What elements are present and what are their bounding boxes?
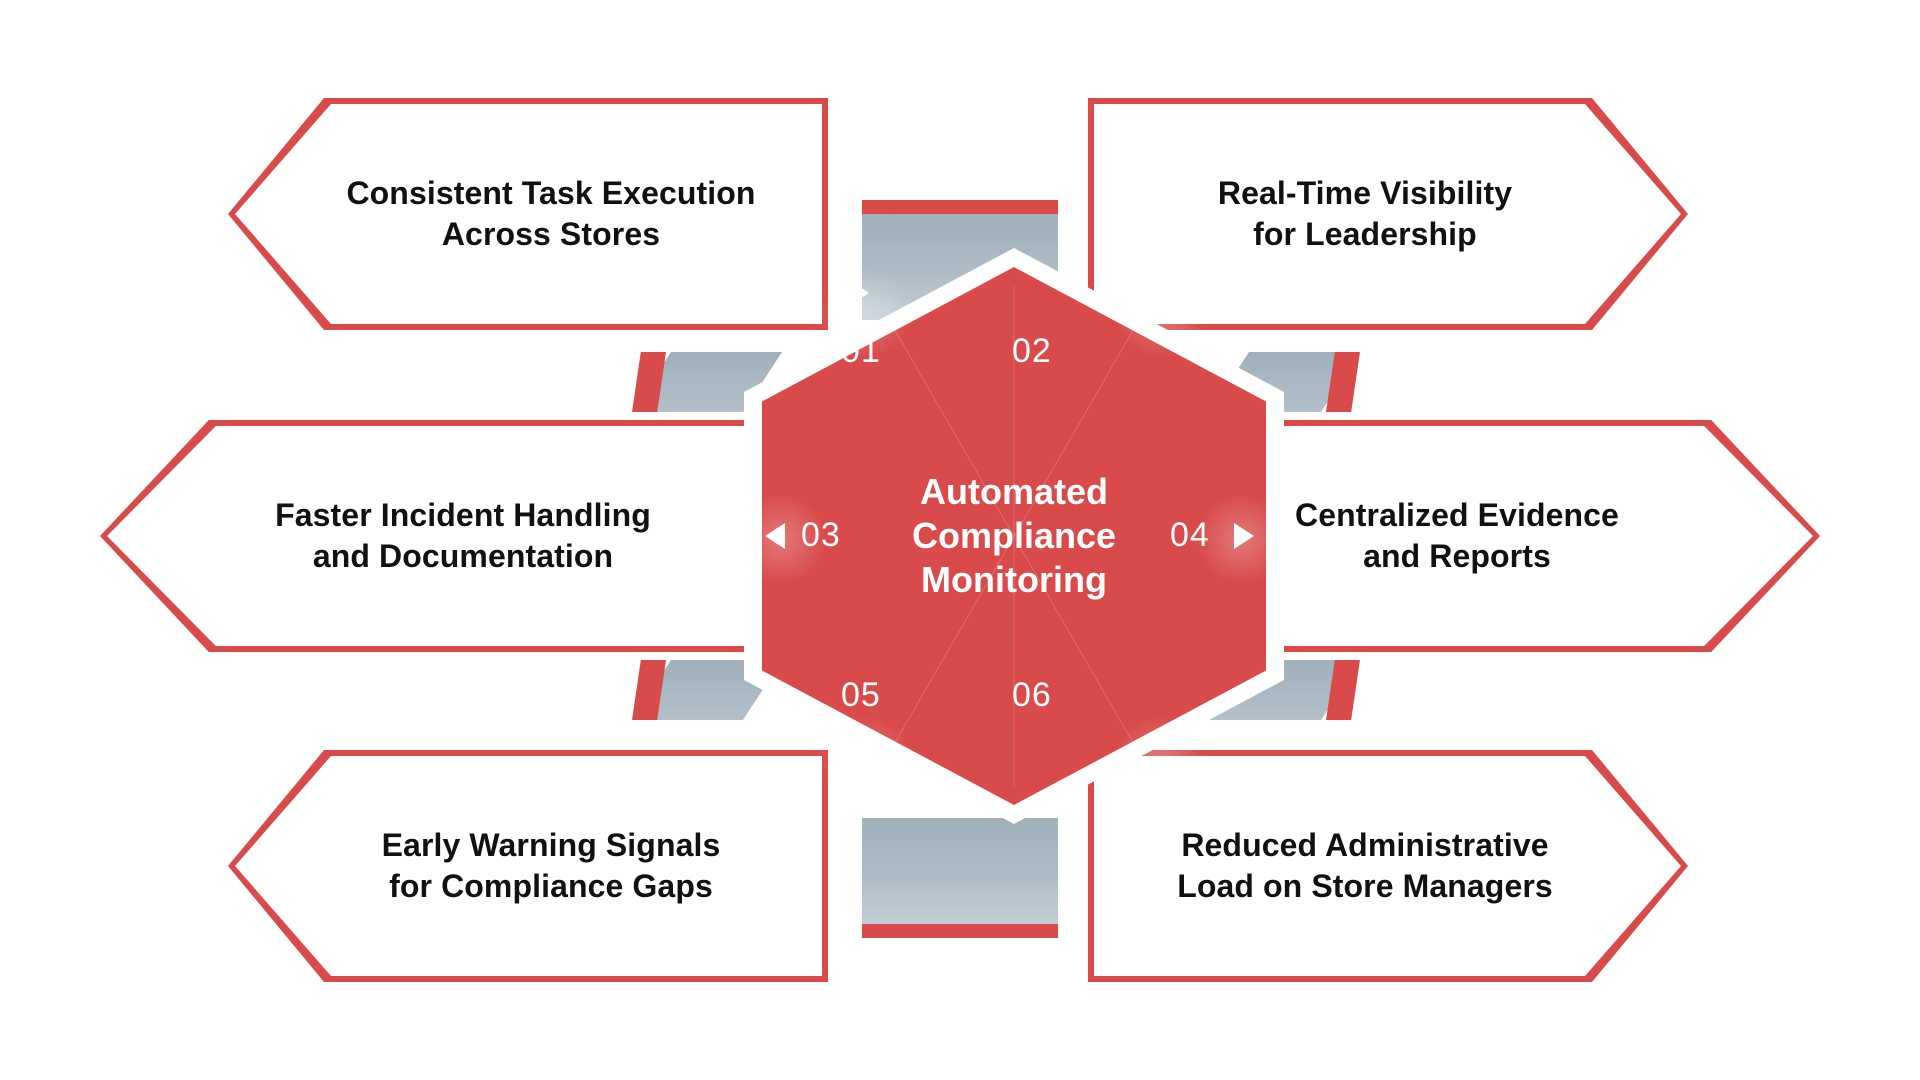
connector-accent [862, 200, 1058, 214]
marker-triangle-05 [849, 761, 869, 787]
marker-glow-06 [1116, 716, 1206, 806]
marker-triangle-01 [849, 280, 869, 306]
hexagon-number-01: 01 [841, 332, 881, 370]
benefit-card-02-label: Real-Time Visibility for Leadership [1217, 175, 1513, 252]
hexagon-number-05: 05 [841, 676, 881, 714]
marker-triangle-06 [1139, 761, 1159, 787]
marker-triangle-04 [1234, 523, 1254, 549]
benefit-card-01-label: Consistent Task Execution Across Stores [346, 175, 756, 252]
hexagon-number-03: 03 [801, 516, 841, 554]
benefit-card-06[interactable]: Reduced Administrative Load on Store Man… [1088, 750, 1688, 982]
hexagon-number-06: 06 [1012, 676, 1052, 714]
benefit-card-01[interactable]: Consistent Task Execution Across Stores [228, 98, 828, 330]
hexagon-number-02: 02 [1012, 332, 1052, 370]
connector-accent [862, 924, 1058, 938]
benefit-card-06-label: Reduced Administrative Load on Store Man… [1177, 827, 1553, 904]
card-fill [100, 420, 780, 652]
card-fill [228, 98, 828, 330]
connector-bar-bottom [862, 818, 1058, 938]
marker-triangle-02 [1139, 280, 1159, 306]
card-fill [1088, 98, 1688, 330]
card-fill [1088, 750, 1688, 982]
connector-parallelogram-mid-left [632, 352, 782, 412]
connector-body [862, 818, 1058, 924]
hexagon-number-04: 04 [1170, 516, 1210, 554]
benefit-card-05[interactable]: Early Warning Signals for Compliance Gap… [228, 750, 828, 982]
benefit-card-02[interactable]: Real-Time Visibility for Leadership [1088, 98, 1688, 330]
marker-glow-02 [1116, 268, 1206, 358]
marker-triangle-03 [765, 523, 785, 549]
hexagon-title: Automated Compliance Monitoring [911, 471, 1117, 600]
benefit-card-03-label: Faster Incident Handling and Documentati… [275, 497, 651, 574]
benefit-card-04-label: Centralized Evidence and Reports [1295, 497, 1619, 574]
benefit-card-05-label: Early Warning Signals for Compliance Gap… [381, 827, 721, 904]
card-fill [228, 750, 828, 982]
center-hexagon[interactable]: Automated Compliance Monitoring 01 02 03… [736, 248, 1286, 824]
benefit-card-03[interactable]: Faster Incident Handling and Documentati… [100, 420, 780, 652]
